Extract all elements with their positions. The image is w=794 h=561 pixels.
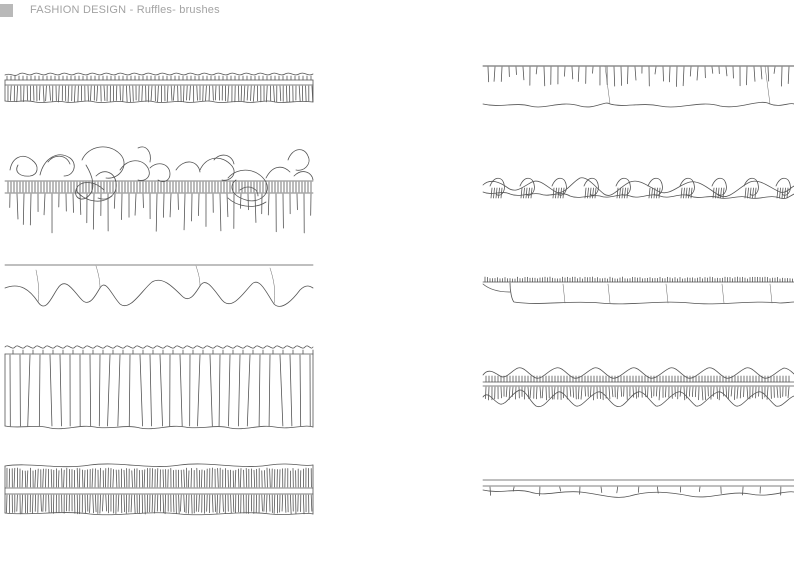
- header-square-icon: [0, 3, 13, 17]
- frilled-edge-ruffle-brush[interactable]: [482, 177, 794, 199]
- fine-gathered-ruffle-brush[interactable]: [4, 72, 314, 103]
- wide-gathered-ruffle-brush[interactable]: [482, 65, 794, 108]
- narrow-gather-ruffle-brush[interactable]: [482, 276, 794, 305]
- flounce-ruffle-brush[interactable]: [4, 264, 314, 307]
- soft-hem-ruffle-brush[interactable]: [482, 479, 794, 498]
- page-title: FASHION DESIGN - Ruffles- brushes: [30, 4, 220, 16]
- pleated-curtain-ruffle-brush[interactable]: [4, 345, 314, 430]
- double-shirred-ruffle-brush[interactable]: [4, 463, 314, 516]
- header: FASHION DESIGN - Ruffles- brushes: [0, 0, 220, 20]
- rosette-ruffle-brush[interactable]: [4, 146, 314, 234]
- double-frill-ruffle-brush[interactable]: [482, 367, 794, 408]
